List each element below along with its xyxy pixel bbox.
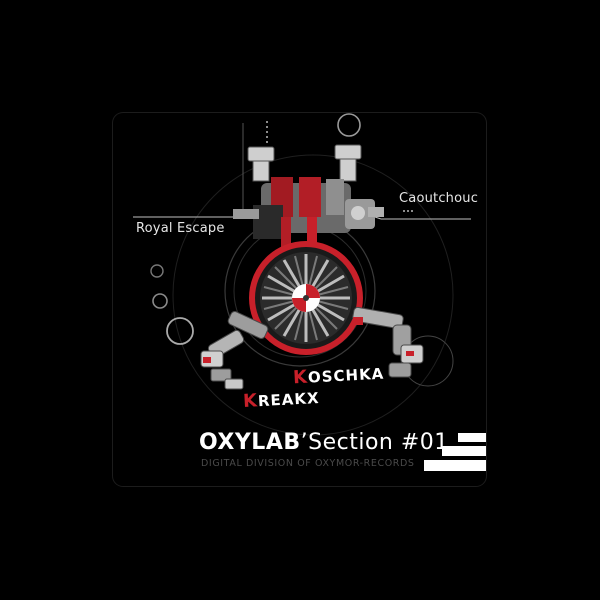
track-title-right: Caoutchouc [399,191,479,206]
release-title: OXYLAB’Section #01 [199,430,449,455]
label-section: Section #01 [308,430,449,455]
artist-2-initial: K [242,390,259,412]
label-brand: OXYLAB [199,430,301,455]
artist-name-2: KREAKX [243,387,321,412]
track-title-left: Royal Escape [136,221,225,236]
label-apostrophe: ’ [300,430,309,455]
artist-2-rest: REAKX [257,389,321,411]
robot-turbine-artwork [133,113,471,436]
album-cover[interactable]: Royal Escape Caoutchouc KOSCHKA KREAKX O… [113,113,486,486]
label-subtitle: DIGITAL DIVISION OF OXYMOR-RECORDS [201,458,415,469]
artist-1-initial: K [292,366,309,389]
artist-1-rest: OSCHKA [307,364,385,387]
stairs-logo-icon [424,433,486,471]
